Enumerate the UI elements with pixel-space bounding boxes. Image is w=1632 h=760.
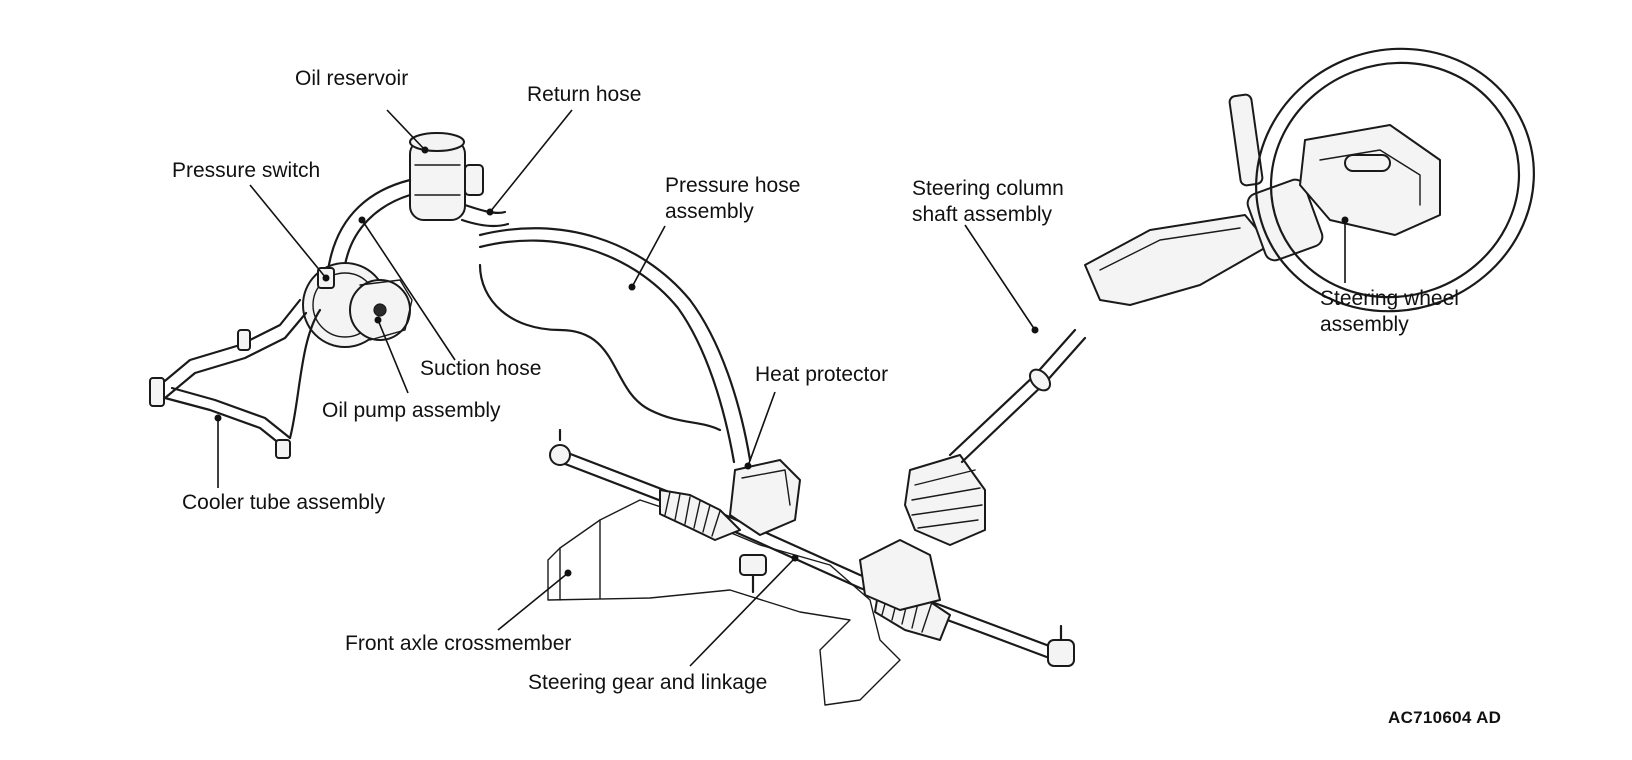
leader-dot-oil-reservoir [421, 146, 429, 154]
pressure-hose-shape [478, 227, 752, 464]
label-oil-pump-assembly: Oil pump assembly [322, 399, 501, 422]
label-steering-column-shaft-assembly: Steering column shaft assembly [912, 177, 1064, 226]
label-steering-wheel-assembly: Steering wheel assembly [1320, 287, 1459, 336]
leader-steering-column [964, 224, 1036, 331]
intermediate-shaft-shape [904, 328, 1087, 546]
steering-gear-shape [549, 428, 1075, 667]
leader-dot-suction-hose [358, 216, 366, 224]
label-oil-reservoir: Oil reservoir [295, 67, 409, 90]
steering-column-shape [1084, 93, 1324, 306]
leader-dot-cooler-tube [214, 414, 222, 422]
leader-return-hose [489, 109, 573, 213]
figure-code: AC710604 AD [1388, 708, 1502, 727]
label-heat-protector: Heat protector [755, 363, 889, 386]
label-cooler-tube-assembly: Cooler tube assembly [182, 491, 386, 514]
leader-pressure-switch [249, 184, 327, 279]
leader-dot-steering-column [1031, 326, 1039, 334]
leader-oil-reservoir [386, 109, 426, 151]
label-return-hose: Return hose [527, 83, 642, 106]
leader-steering-gear [689, 557, 796, 667]
label-suction-hose: Suction hose [420, 357, 542, 380]
leader-lines [214, 109, 1349, 667]
leader-dot-oil-pump [374, 316, 382, 324]
leader-suction-hose [361, 219, 456, 361]
label-pressure-hose-assembly: Pressure hose assembly [665, 174, 801, 223]
front-axle-crossmember-shape [547, 499, 901, 706]
leader-dot-steering-wheel [1341, 216, 1349, 224]
leader-dot-heat-protector [744, 462, 752, 470]
leader-dot-steering-gear [791, 554, 799, 562]
leader-pressure-hose [631, 225, 666, 288]
leader-dot-pressure-hose [628, 283, 636, 291]
leader-front-axle-crossmember [497, 572, 569, 631]
oil-reservoir-shape [409, 132, 484, 221]
steering-wheel-shape [1255, 47, 1535, 313]
cooler-tube-shape [149, 298, 322, 459]
leader-heat-protector [747, 391, 776, 467]
label-pressure-switch: Pressure switch [172, 159, 321, 182]
leader-dot-pressure-switch [322, 274, 330, 282]
label-front-axle-crossmember: Front axle crossmember [345, 632, 572, 655]
leader-dot-return-hose [486, 208, 494, 216]
label-steering-gear-and-linkage: Steering gear and linkage [528, 671, 768, 694]
leader-oil-pump [377, 319, 409, 394]
heat-protector-shape [729, 459, 801, 536]
leader-dot-front-axle-crossmember [564, 569, 572, 577]
